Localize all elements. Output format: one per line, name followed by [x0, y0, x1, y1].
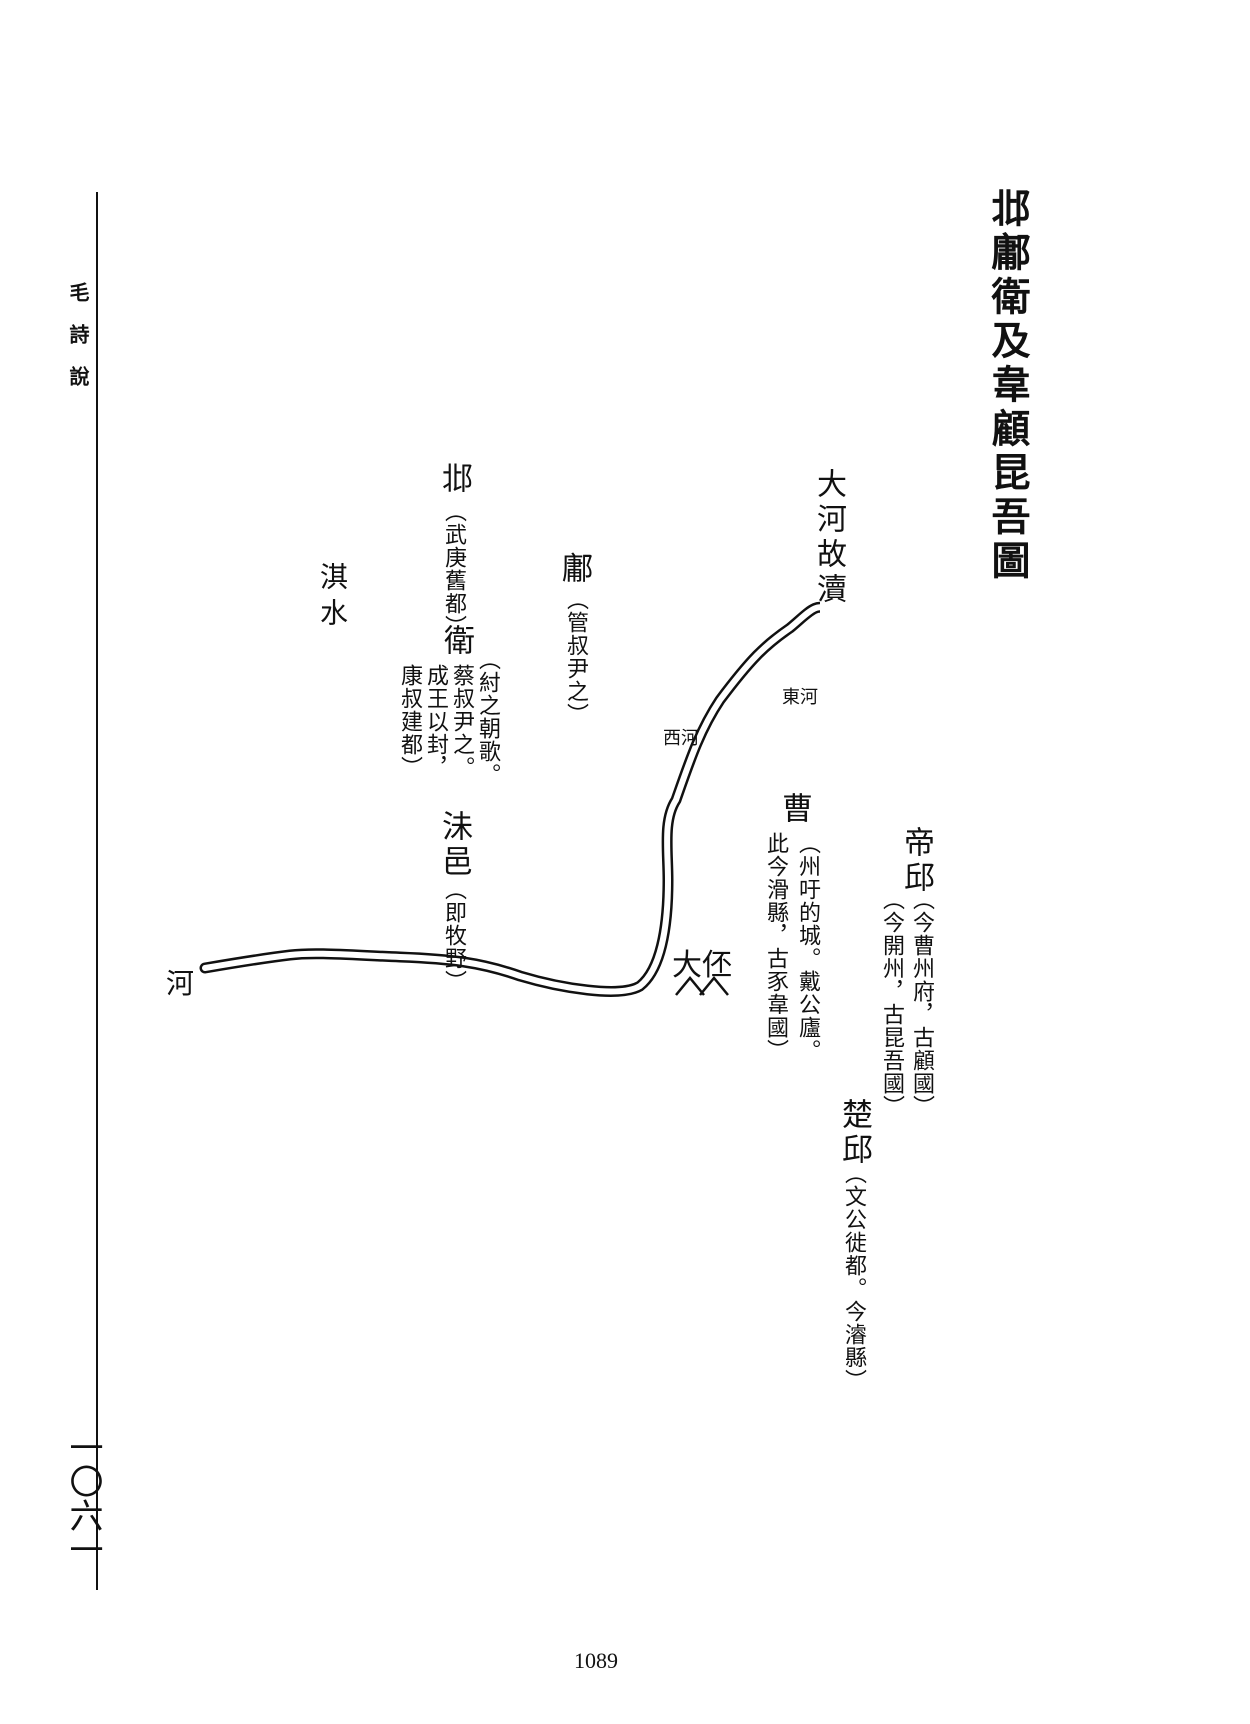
- label-donghe: 東河: [782, 687, 818, 708]
- place-meiyi: 沬邑: [436, 810, 472, 880]
- margin-rule: [96, 192, 98, 1590]
- mountain-symbol: [675, 976, 729, 996]
- place-diqiu: 帝邱: [898, 826, 934, 896]
- note-wei-2: 蔡叔尹之。: [449, 664, 474, 779]
- note-cao-1: （州吁的城。戴公廬。: [795, 832, 820, 1062]
- place-bei: 邶: [436, 462, 472, 493]
- map-title: 邶鄘衛及韋顧昆吾圖: [985, 188, 1030, 584]
- place-yong: 鄘: [556, 552, 592, 583]
- note-wei-3: 成王以封，: [423, 664, 448, 779]
- place-chuqiu: 楚邱: [836, 1098, 872, 1168]
- yellow-river-inner: [202, 604, 831, 995]
- place-cao: 曹: [776, 792, 812, 823]
- note-diqiu-1: （今曹州府，古顧國）: [909, 888, 934, 1118]
- label-he: 河: [166, 967, 195, 1000]
- note-cao-2: 此今滑縣，古豕韋國）: [763, 832, 788, 1062]
- note-wei-1: （紂之朝歌。: [475, 648, 500, 786]
- page-number: 1089: [574, 1648, 618, 1673]
- note-wei-4: 康叔建都）: [397, 664, 422, 779]
- place-wei: 衛: [438, 624, 474, 655]
- note-meiyi: （即牧野）: [441, 878, 466, 993]
- label-qishui: 淇水: [316, 562, 349, 634]
- note-chuqiu: （文公徙都。今濬縣）: [841, 1162, 866, 1392]
- place-dapi: 大伾: [672, 948, 732, 983]
- book-title: 毛詩說: [66, 282, 90, 408]
- note-bei: （武庚舊都）: [441, 500, 466, 638]
- folio-number: 一〇六一: [63, 1430, 103, 1566]
- label-xihe: 西河: [663, 728, 699, 749]
- yellow-river: [199, 601, 834, 997]
- note-yong: （管叔尹之）: [563, 588, 588, 726]
- note-diqiu-2: （今開州，古昆吾國）: [879, 888, 904, 1118]
- label-dahe-gudu: 大河故瀆: [811, 468, 846, 608]
